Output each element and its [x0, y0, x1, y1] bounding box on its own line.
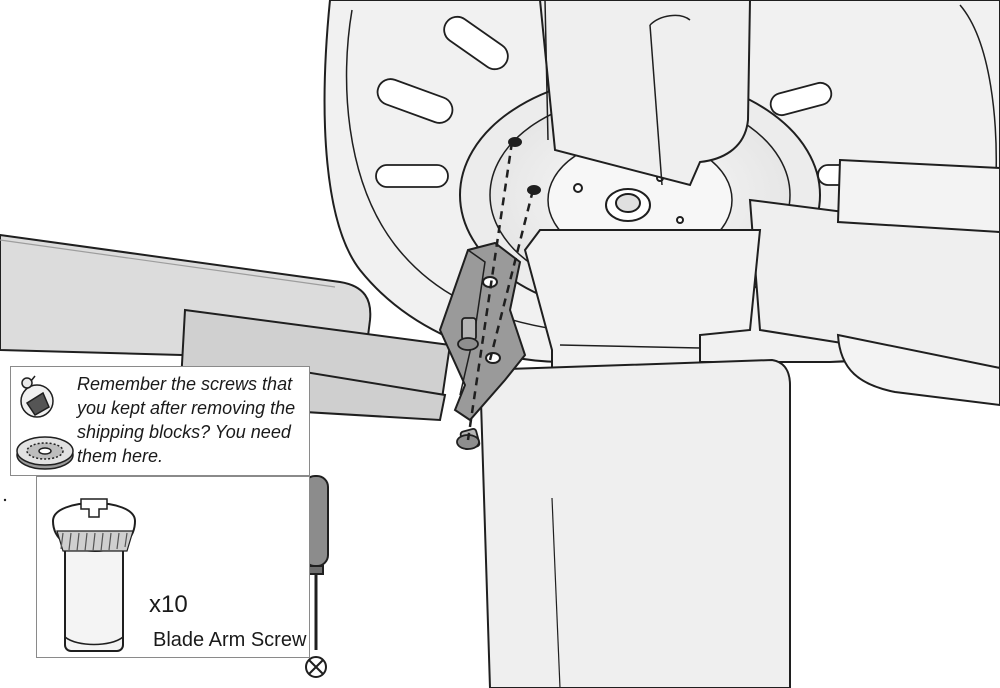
- blade-arm-screw-icon: [51, 498, 137, 652]
- reminder-callout: Remember the screws that you kept after …: [10, 366, 310, 476]
- front-blade: [478, 358, 791, 688]
- screw-holes: [508, 137, 541, 195]
- screwdriver-icon: [303, 475, 329, 650]
- top-blade: [538, 0, 752, 187]
- stray-mark: [3, 498, 7, 502]
- blade-bracket: [438, 241, 527, 422]
- shipping-block-icon: [16, 375, 74, 470]
- right-blade: [748, 158, 1000, 407]
- reminder-line: shipping blocks? You need: [77, 422, 291, 442]
- phillips-tip-icon: [305, 656, 327, 678]
- hardware-box: x10 Blade Arm Screw: [36, 476, 310, 658]
- alignment-lines: [466, 141, 535, 441]
- reminder-line: them here.: [77, 446, 164, 466]
- bracket-screws: [456, 317, 481, 450]
- housing-slots: [375, 15, 859, 188]
- screw-name: Blade Arm Screw: [153, 629, 307, 651]
- reminder-line: you kept after removing the: [77, 398, 296, 418]
- reminder-text: Remember the screws that you kept after …: [77, 372, 307, 468]
- screw-quantity: x10: [149, 591, 188, 618]
- reminder-line: Remember the screws that: [77, 374, 293, 394]
